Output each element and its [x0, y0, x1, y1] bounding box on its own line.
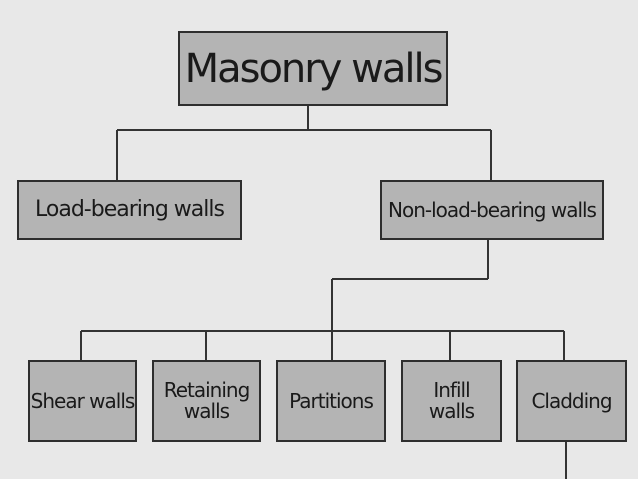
node-non-load-bearing-walls: Non-load-bearing walls [380, 180, 604, 240]
node-shear-walls: Shear walls [28, 360, 137, 442]
node-infill-walls: Infill walls [401, 360, 502, 442]
node-retaining-walls: Retaining walls [152, 360, 261, 442]
node-masonry-walls: Masonry walls [178, 31, 448, 106]
node-load-bearing-walls: Load-bearing walls [17, 180, 242, 240]
node-partitions: Partitions [276, 360, 386, 442]
node-cladding: Cladding [516, 360, 627, 442]
